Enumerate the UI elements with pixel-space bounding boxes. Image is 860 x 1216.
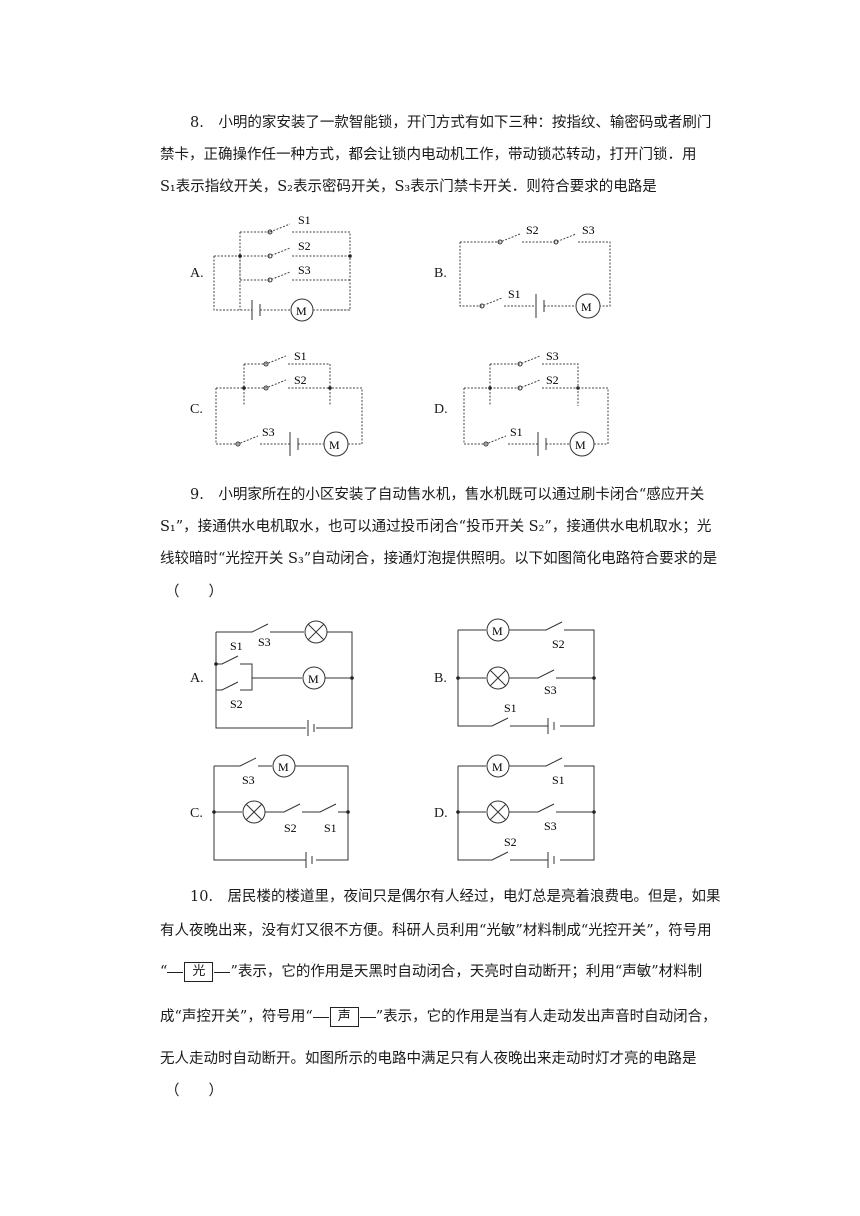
q9-option-b-label: B. — [434, 671, 447, 686]
svg-text:S3: S3 — [298, 263, 311, 277]
q9-circuit-c: M S3 S2 S1 — [212, 754, 350, 868]
svg-text:S1: S1 — [510, 425, 523, 439]
svg-text:M: M — [329, 438, 340, 452]
svg-text:S1: S1 — [294, 349, 307, 363]
svg-text:S3: S3 — [262, 425, 275, 439]
svg-text:S2: S2 — [546, 373, 559, 387]
q9-circuit-b: M S2 S3 S1 — [456, 618, 596, 734]
light-switch-symbol: 光 — [184, 962, 214, 982]
q8-line2: 禁卡，正确操作任一种方式，都会让锁内电动机工作，带动锁芯转动，打开门锁．用 — [160, 147, 697, 163]
q10-line3: “光”表示，它的作用是天黑时自动闭合，天亮时自动断开；利用“声敏”材料制 — [160, 962, 703, 982]
svg-text:M: M — [492, 760, 503, 774]
svg-text:S1: S1 — [230, 639, 243, 653]
svg-text:S2: S2 — [504, 835, 517, 849]
q9-answer-blank: （ ） — [165, 584, 223, 600]
svg-text:S1: S1 — [504, 701, 517, 715]
q8-option-c-label: C. — [190, 402, 203, 417]
q10-line2: 有人夜晚出来，没有灯又很不方便。科研人员利用“光敏”材料制成“光控开关”，符号用 — [160, 923, 712, 939]
q9-circuit-a: M S1 S3 S2 — [214, 620, 354, 736]
q10-line4: 成“声控开关”，符号用“声”表示，它的作用是当有人走动发出声音时自动闭合， — [160, 1007, 717, 1027]
svg-text:M: M — [581, 300, 592, 314]
q9-option-c-label: C. — [190, 806, 203, 821]
svg-text:M: M — [492, 624, 503, 638]
q8-circuit-c: M S1 S2 S3 — [215, 349, 363, 457]
q10-line5: 无人走动时自动断开。如图所示的电路中满足只有人夜晚出来走动时灯才亮的电路是 — [160, 1051, 697, 1067]
svg-text:S3: S3 — [546, 349, 559, 363]
svg-text:M: M — [575, 438, 586, 452]
svg-text:M: M — [278, 760, 289, 774]
q8-line3: S₁表示指纹开关，S₂表示密码开关，S₃表示门禁卡开关．则符合要求的电路是 — [160, 179, 657, 195]
svg-text:S3: S3 — [544, 819, 557, 833]
q8-circuit-a: M S1 S2 S3 — [213, 213, 352, 322]
q8-option-a-label: A. — [190, 266, 204, 281]
q8-option-d-label: D. — [434, 402, 448, 417]
sound-switch-symbol: 声 — [329, 1007, 359, 1027]
svg-text:S1: S1 — [298, 213, 311, 227]
q10-answer-blank: （ ） — [165, 1083, 223, 1099]
svg-text:S3: S3 — [544, 683, 557, 697]
svg-text:S3: S3 — [242, 773, 255, 787]
svg-text:S2: S2 — [526, 223, 539, 237]
q8-circuit-b: M S2 S3 S1 — [459, 223, 611, 319]
svg-text:S2: S2 — [552, 637, 565, 651]
svg-text:S2: S2 — [298, 239, 311, 253]
svg-text:S1: S1 — [552, 773, 565, 787]
q9-option-a-label: A. — [190, 671, 204, 686]
q8-line1: 8. 小明的家安装了一款智能锁，开门方式有如下三种：按指纹、输密码或者刷门 — [190, 115, 712, 131]
svg-text:S3: S3 — [582, 223, 595, 237]
q9-line2: S₁”，接通供水电机取水，也可以通过投币闭合“投币开关 S₂”，接通供水电机取水… — [160, 519, 712, 535]
svg-text:S1: S1 — [324, 821, 337, 835]
q9-line3: 线较暗时“光控开关 S₃”自动闭合，接通灯泡提供照明。以下如图简化电路符合要求的… — [160, 551, 718, 567]
svg-text:M: M — [308, 672, 319, 686]
svg-text:S2: S2 — [230, 697, 243, 711]
q10-line1: 10. 居民楼的楼道里，夜间只是偶尔有人经过，电灯总是亮着浪费电。但是，如果 — [190, 889, 721, 905]
q9-line1: 9. 小明家所在的小区安装了自动售水机，售水机既可以通过刷卡闭合“感应开关 — [190, 487, 705, 503]
motor-label: M — [296, 304, 307, 318]
q9-circuit-d: M S1 S3 S2 — [456, 754, 596, 868]
svg-text:S2: S2 — [284, 821, 297, 835]
q8-circuit-d: M S3 S2 S1 — [463, 349, 609, 457]
q9-option-d-label: D. — [434, 806, 448, 821]
svg-text:S2: S2 — [294, 373, 307, 387]
svg-text:S1: S1 — [508, 287, 521, 301]
q8-option-b-label: B. — [434, 266, 447, 281]
svg-text:S3: S3 — [258, 635, 271, 649]
